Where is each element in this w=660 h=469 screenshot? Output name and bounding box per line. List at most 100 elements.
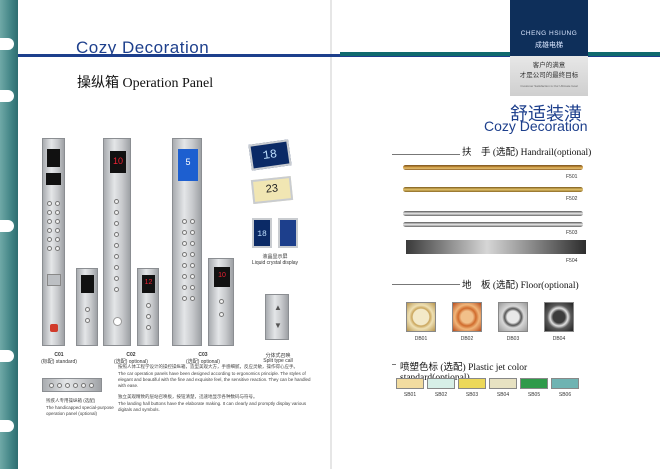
brand-name-cn: 成雄电梯 [535,42,563,49]
rule-floor [392,284,460,285]
lcd-sample-4 [278,218,298,248]
floor-heading: 地 板 (选配) Floor(optional) [462,281,579,291]
handrail-f503 [403,211,583,216]
color-code: SB04 [496,392,510,398]
lcd-label-cn: 液晶显示屏 [262,254,288,260]
operation-panel-c02: 10 [103,138,131,346]
button-column [182,219,187,301]
floor-code: DB02 [460,336,474,342]
panel-display [47,149,60,167]
lcd-label-en: Liquid crystal display [251,260,299,266]
handrail-code: F504 [566,258,578,264]
color-code: SB06 [558,392,572,398]
floor-code: DB03 [506,336,520,342]
panel-note-c01: (标配) standard) [41,359,77,365]
handrail-code: F502 [566,196,578,202]
panel-note-c02: (选配) optional) [114,359,148,365]
floor-code: DB01 [414,336,428,342]
button-column [219,299,224,317]
panel-display: 12 [142,275,155,293]
description2-cn: 独立美观精致的层站召唤板，按钮清楚，迅速地显示各种数码与符号。 [118,394,258,399]
lcd-sample-2: 23 [250,175,294,205]
handrail-code: F501 [566,174,578,180]
book-spine-edge [0,0,18,469]
section-title-operation-panel: 操纵箱 Operation Panel [77,76,214,91]
panel-display: 10 [214,267,230,287]
button-column [47,201,52,251]
split-type-call-panel: ▲ ▼ [265,294,289,340]
handicapped-label-cn: 残疾人专用操纵箱 (选配) [46,398,96,403]
operation-panel-c02-small: 12 [137,268,159,346]
panel-keypad-display [46,173,61,185]
color-swatch-sb05 [520,378,548,389]
floor-tile-db02 [452,302,482,332]
slogan-block: 客户的满意 才是公司的最终目标 Customer Satisfaction is… [510,56,588,96]
button-column [55,201,60,251]
spine-notch [0,90,14,102]
page-title-right-cn: 舒适装潢 [510,104,582,124]
floor-code: DB04 [552,336,566,342]
button-column [114,199,119,292]
down-arrow-icon: ▼ [274,321,282,330]
handrail-f502 [403,187,583,192]
operation-panel-c03-small: 10 [208,258,234,346]
handicapped-label-en-2: operation panel (optional) [46,411,98,416]
description-cn: 按照人体工程学设计的操控操纵箱，造型美观大方，手感细腻，反应灵敏，操作得心应手。 [118,364,298,369]
floor-tile-db01 [406,302,436,332]
header-rule-right [340,52,660,56]
color-code: SB03 [465,392,479,398]
panel-note-c03: (选配) optional) [186,359,220,365]
handrail-code: F503 [566,230,578,236]
color-swatch-sb03 [458,378,486,389]
description-en: The car operation panels have been desig… [118,371,311,388]
spine-notch [0,420,14,432]
color-swatch-sb01 [396,378,424,389]
color-code: SB01 [403,392,417,398]
door-open-icon [113,317,122,326]
floor-tile-db04 [544,302,574,332]
up-arrow-icon: ▲ [274,303,282,312]
color-code: SB05 [527,392,541,398]
page-title-right-en: Cozy Decoration [484,118,588,134]
color-code: SB02 [434,392,448,398]
spine-notch [0,38,14,50]
brand-name-en: CHENG HSIUNG [520,30,578,37]
button-column [85,307,90,323]
handrail-heading: 扶 手 (选配) Handrail(optional) [462,148,592,158]
split-call-label-cn: 分体式召唤 [265,353,291,359]
split-call-label-en: Split type call [263,358,293,364]
lcd-sample-3: 18 [252,218,272,248]
panel-display [81,275,94,293]
lcd-sample-1: 18 [248,139,292,171]
button-column [146,303,151,330]
floor-tile-db03 [498,302,528,332]
slogan-line-1: 客户的满意 [532,62,566,69]
brand-block: CHENG HSIUNG 成雄电梯 [510,0,588,56]
panel-code-c02: C02 [126,352,136,358]
operation-panel-c01 [42,138,65,346]
handrail-f501 [403,165,583,170]
alarm-icon [50,324,58,332]
color-swatch-sb02 [427,378,455,389]
operation-panel-c03: 5 [172,138,202,346]
header-rule [18,54,660,57]
slogan-en: Customer Satisfaction is Our Ultimate Go… [520,84,578,88]
handrail-f503-lower [403,222,583,227]
description2-en: The landing hall buttons have the elabor… [118,401,307,412]
panel-lcd-display: 5 [178,149,198,181]
color-swatch-sb04 [489,378,517,389]
rule-handrail [392,154,460,155]
handrail-f504 [406,240,586,254]
button-column [190,219,195,301]
panel-display: 10 [110,151,126,173]
panel-code-c03: C03 [198,352,208,358]
handicapped-label-en-1: The handicapped special-purpose [46,405,114,410]
spine-notch [0,350,14,362]
operation-panel-c01-small [76,268,98,346]
panel-speaker-grille [47,274,61,286]
page-gutter [330,0,332,469]
spine-notch [0,220,14,232]
color-swatch-sb06 [551,378,579,389]
panel-code-c01: C01 [54,352,64,358]
page-title-left: Cozy Decoration [76,38,210,57]
